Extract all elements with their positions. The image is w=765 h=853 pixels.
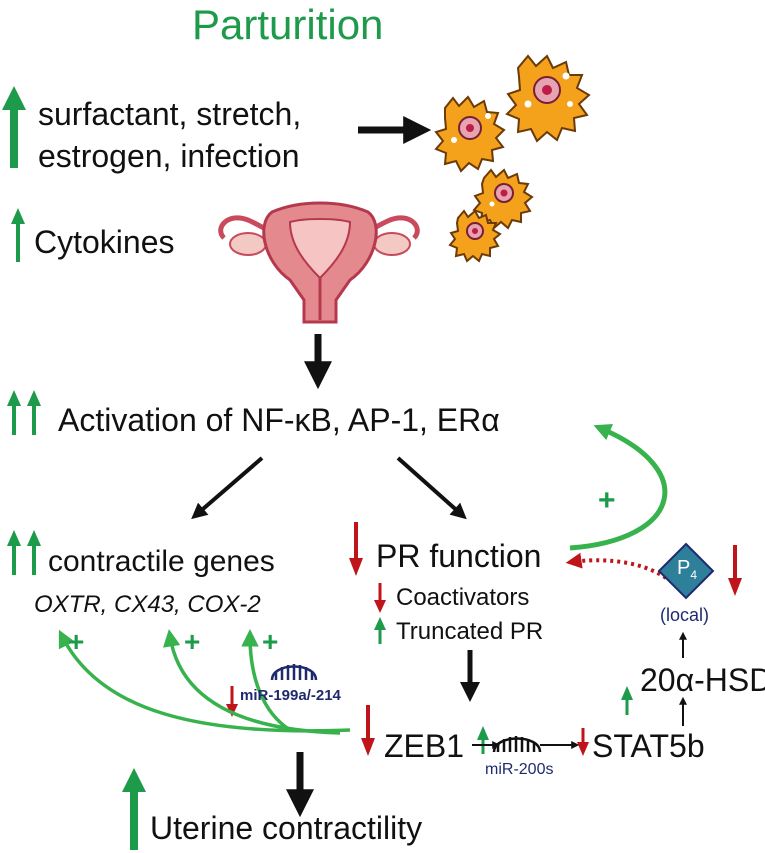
up-arrow-mir200 <box>477 726 489 754</box>
immune-cell-icon <box>434 95 506 173</box>
contractile-genes-label: contractile genes <box>48 545 275 578</box>
down-arrow-p4 <box>728 545 742 596</box>
positive-arrow-zeb1-to-cx43 <box>162 629 341 735</box>
up-arrow-cytokines <box>11 208 25 262</box>
zeb1-label: ZEB1 <box>384 728 465 764</box>
positive-arrow-zeb1-to-oxtr <box>58 629 351 733</box>
down-arrow-coactivators <box>374 583 386 613</box>
truncated-pr-label: Truncated PR <box>396 618 544 645</box>
uterus-illustration <box>218 201 420 324</box>
stimuli-line-2: estrogen, infection <box>38 138 300 174</box>
outcome-label: Uterine contractility <box>150 810 423 846</box>
up-arrow-hsd <box>621 686 633 715</box>
plus-sign-loop: + <box>598 484 616 517</box>
pr-function-label: PR function <box>376 538 542 574</box>
double-up-arrow-activation <box>7 390 41 435</box>
diagram-title: Parturition <box>192 1 384 48</box>
coactivators-label: Coactivators <box>396 584 530 611</box>
stat5b-label: STAT5b <box>592 728 705 764</box>
plus-sign-oxtr: + <box>68 626 85 657</box>
activation-label: Activation of NF-κB, AP-1, ERα <box>58 402 500 438</box>
hsd-label: 20α-HSD <box>640 662 765 698</box>
down-arrow-zeb1 <box>361 705 375 756</box>
positive-loop-pr-to-activation <box>569 424 668 551</box>
p4-label: P4 <box>677 557 698 582</box>
mirna-hairpin-icon <box>270 664 318 681</box>
double-up-arrow-contractile <box>7 530 41 575</box>
up-arrow-outcome <box>122 768 146 850</box>
up-arrow-truncated-pr <box>374 617 386 644</box>
up-arrow-stimuli <box>2 86 26 168</box>
arrow-activation-to-contractile <box>191 456 264 520</box>
mir199-label: miR-199a/-214 <box>240 687 341 704</box>
down-arrow-stat5b <box>577 728 589 756</box>
arrow-activation-to-pr <box>396 456 467 520</box>
p4-diamond <box>657 542 715 600</box>
contractile-genes-list: OXTR, CX43, COX-2 <box>34 591 261 618</box>
positive-arrow-mir199-to-cox2 <box>241 629 291 732</box>
immune-cell-icon <box>472 168 534 230</box>
mir200-label: miR-200s <box>485 761 554 778</box>
immune-cell-icon <box>448 209 502 263</box>
down-arrow-mir199 <box>226 686 238 717</box>
cytokines-label: Cytokines <box>34 224 175 260</box>
p4-local-label: (local) <box>660 605 710 625</box>
mirna-hairpin-icon <box>492 736 542 753</box>
down-arrow-pr-function <box>349 522 363 576</box>
stimuli-line-1: surfactant, stretch, <box>38 96 302 132</box>
immune-cell-icon <box>505 54 591 143</box>
plus-sign-cox2: + <box>262 626 279 657</box>
plus-sign-cx43: + <box>184 626 201 657</box>
p4-to-pr-dotted-arrow <box>565 552 668 580</box>
